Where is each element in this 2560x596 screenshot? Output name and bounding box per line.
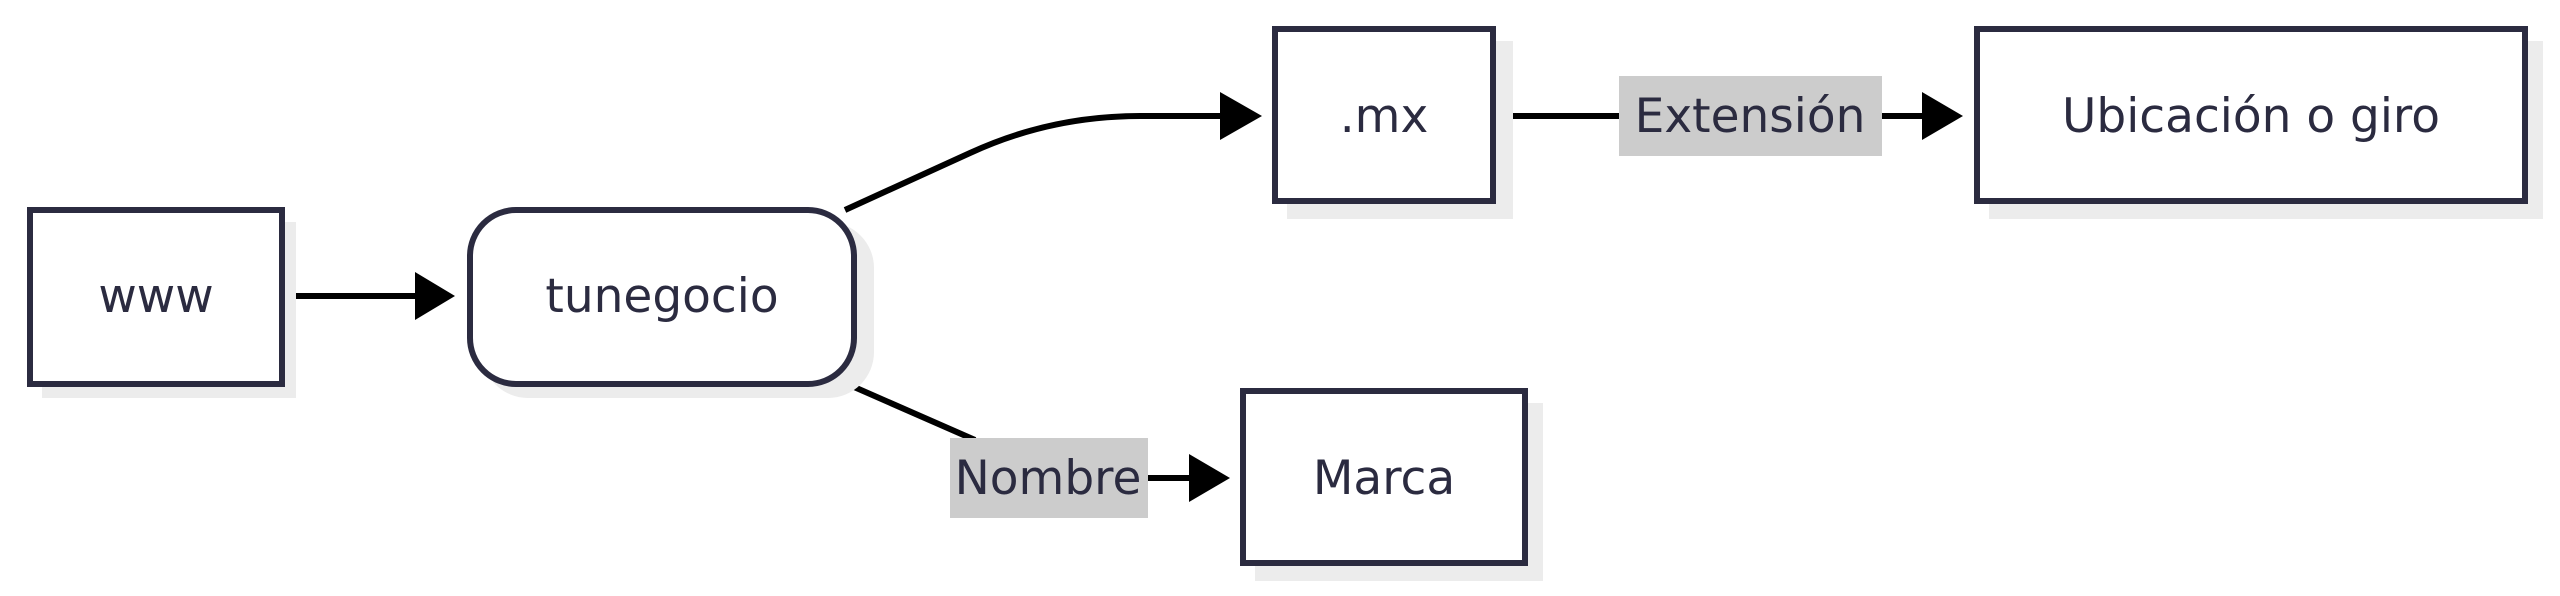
edge-label-extension-bg (1619, 76, 1882, 156)
edge-label-nombre-bg (950, 438, 1148, 518)
node-www-label: www (98, 269, 213, 324)
edge-tunegocio-to-marca: Nombre (843, 380, 1230, 518)
edge-label-nombre: Nombre (955, 451, 1142, 506)
node-www[interactable]: www (27, 207, 296, 398)
node-tunegocio[interactable]: tunegocio (467, 207, 874, 398)
node-mx[interactable]: .mx (1272, 26, 1513, 219)
edge-tunegocio-to-mx (843, 92, 1262, 213)
node-ubicacion-o-giro[interactable]: Ubicación o giro (1974, 26, 2543, 219)
edges: Extensión Nombre (281, 76, 1963, 518)
node-tunegocio-label: tunegocio (545, 269, 778, 324)
edge-www-to-tunegocio (281, 272, 455, 320)
nodes: www tunegocio .mx Ubicación o giro Marca (27, 26, 2543, 581)
node-marca-label: Marca (1313, 451, 1455, 506)
edge-label-extension: Extensión (1635, 89, 1866, 144)
node-marca[interactable]: Marca (1240, 388, 1543, 581)
node-mx-label: .mx (1340, 89, 1429, 144)
node-ubicacion-label: Ubicación o giro (2062, 89, 2440, 144)
edge-mx-to-ubicacion: Extensión (1495, 76, 1963, 156)
